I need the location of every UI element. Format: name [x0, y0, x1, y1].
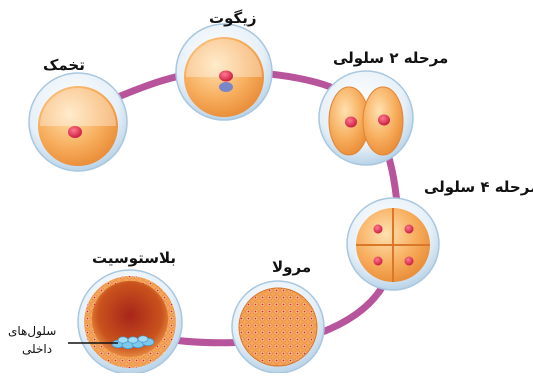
blastocyst-stage — [68, 270, 182, 373]
four-cell-stage — [347, 198, 439, 290]
four-cell-label: مرحله ۴ سلولی — [424, 178, 533, 196]
egg-cell — [29, 73, 127, 171]
zygote-cell — [176, 24, 272, 120]
inner-cells-label-line2: داخلی — [22, 341, 52, 358]
zygote-pronucleus-male — [219, 82, 233, 92]
egg-nucleus — [68, 126, 82, 138]
morula-stage — [232, 281, 324, 373]
zygote-label: زیگوت — [209, 9, 256, 27]
morula-label: مرولا — [272, 258, 311, 276]
two-cell-stage — [319, 71, 413, 165]
blastocyst-label: بلاستوسیت — [92, 249, 176, 267]
two-cell-label: مرحله ۲ سلولی — [333, 49, 448, 67]
egg-label: تخمک — [43, 56, 85, 74]
zygote-pronucleus-female — [219, 71, 233, 82]
inner-cells-label-line1: سلول‌های — [8, 323, 56, 340]
